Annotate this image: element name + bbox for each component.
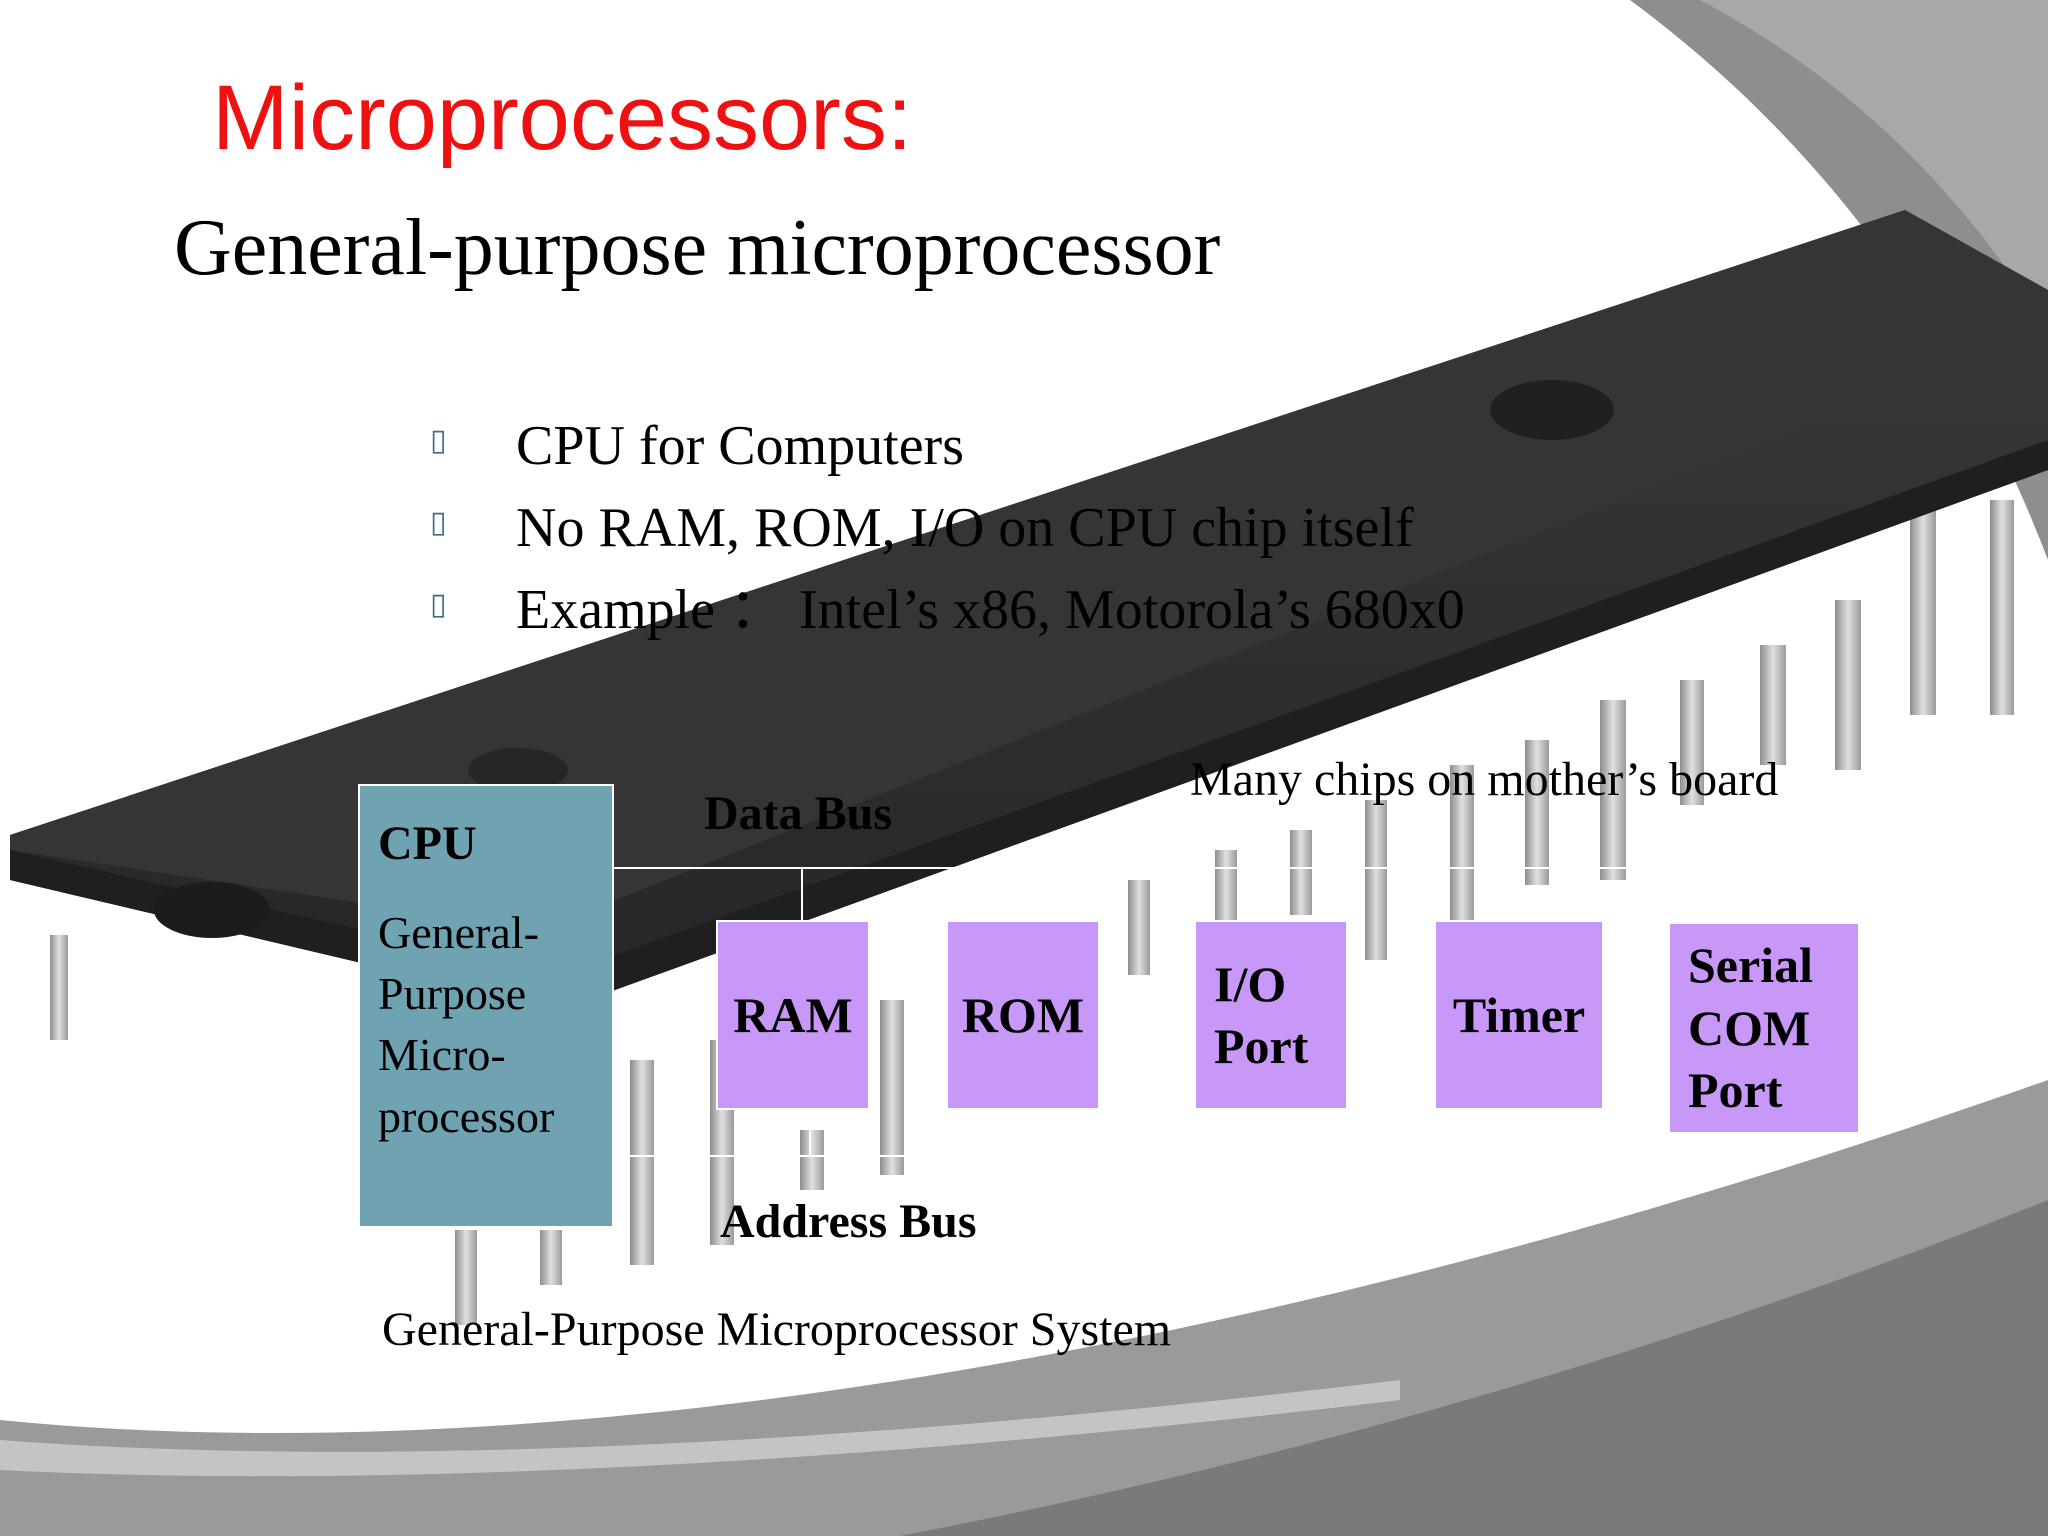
slide-subtitle: General-purpose microprocessor <box>174 204 1221 292</box>
serial-com-port-label: Serial COM Port <box>1688 937 1813 1119</box>
timer-label: Timer <box>1452 986 1586 1043</box>
rom-label: ROM <box>961 986 1085 1043</box>
address-bus-lines <box>614 1108 1000 1157</box>
diagram-caption: General-Purpose Microprocessor System <box>382 1303 1172 1356</box>
rom-box: ROM <box>946 920 1100 1110</box>
data-bus-label: Data Bus <box>704 787 893 840</box>
top-right-swoosh-light <box>1700 0 2048 330</box>
chip-dimple-2 <box>468 748 568 792</box>
bullet-text: Example ： Intel’s x86, Motorola’s 680x0 <box>516 579 1465 641</box>
chip-dimple <box>154 882 270 938</box>
serial-com-port-box: Serial COM Port <box>1668 922 1860 1134</box>
ram-box: RAM <box>716 920 870 1110</box>
cpu-description: General-Purpose Micro-processor <box>378 907 555 1142</box>
slide-title: Microprocessors: <box>212 67 913 169</box>
bullet-item: ▯ No RAM, ROM, I/O on CPU chip itself <box>430 500 1414 556</box>
chip-pins-front <box>50 600 1861 1325</box>
square-bullet-icon: ▯ <box>430 587 447 622</box>
chip-notch <box>1490 380 1614 440</box>
bullet-item: ▯ Example ： Intel’s x86, Motorola’s 680x0 <box>430 582 1465 638</box>
bottom-swoosh-light <box>0 1380 1400 1477</box>
io-port-label: I/O Port <box>1214 955 1309 1075</box>
timer-box: Timer <box>1434 920 1604 1110</box>
bullet-text: No RAM, ROM, I/O on CPU chip itself <box>516 497 1414 559</box>
square-bullet-icon: ▯ <box>430 505 447 540</box>
cpu-label: CPU <box>378 817 477 870</box>
io-port-box: I/O Port <box>1194 920 1348 1110</box>
data-bus-lines <box>614 867 1628 922</box>
bottom-swoosh-dark <box>900 1200 2048 1536</box>
bullet-item: ▯ CPU for Computers <box>430 418 964 474</box>
bullet-text: CPU for Computers <box>516 415 964 477</box>
address-bus-label: Address Bus <box>720 1195 977 1248</box>
board-note: Many chips on mother’s board <box>1190 753 1779 806</box>
cpu-box: CPU General-Purpose Micro-processor <box>358 784 614 1228</box>
chip-pins-back <box>1910 500 2014 715</box>
square-bullet-icon: ▯ <box>430 423 447 458</box>
ram-label: RAM <box>733 986 853 1043</box>
